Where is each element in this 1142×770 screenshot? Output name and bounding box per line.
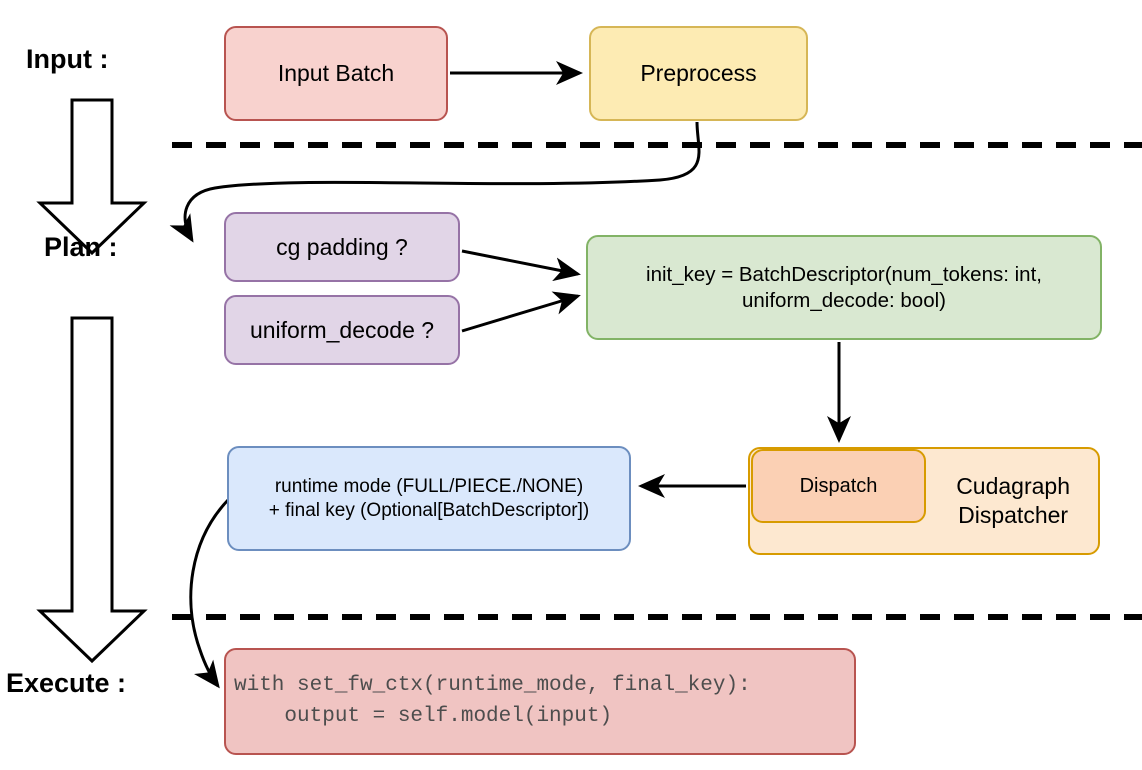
node-input-batch[interactable]: Input Batch	[224, 26, 448, 121]
node-code-block[interactable]: with set_fw_ctx(runtime_mode, final_key)…	[224, 648, 856, 755]
node-runtime-mode[interactable]: runtime mode (FULL/PIECE./NONE) + final …	[227, 446, 631, 551]
node-cudagraph-dispatcher-label: Cudagraph Dispatcher	[956, 472, 1070, 530]
node-code-line1: with set_fw_ctx(runtime_mode, final_key)…	[234, 674, 751, 698]
node-preprocess[interactable]: Preprocess	[589, 26, 808, 121]
stage-label-input: Input :	[26, 44, 109, 74]
edge-cg-padding-to-init-key	[461, 249, 581, 282]
node-uniform-decode-label: uniform_decode ?	[249, 316, 435, 343]
node-runtime-mode-line1: runtime mode (FULL/PIECE./NONE)	[274, 475, 584, 497]
edge-uniform-decode-to-init-key	[461, 291, 581, 333]
node-dispatch-label: Dispatch	[799, 474, 878, 497]
node-cg-padding[interactable]: cg padding ?	[224, 212, 460, 282]
node-cudagraph-dispatcher-line1: Cudagraph	[956, 473, 1070, 500]
edge-runtime-mode-to-code	[189, 498, 230, 689]
node-init-key-line2: uniform_decode: bool)	[741, 288, 946, 312]
node-cg-padding-label: cg padding ?	[276, 233, 408, 260]
node-dispatch[interactable]: Dispatch	[751, 449, 926, 523]
node-runtime-mode-label: runtime mode (FULL/PIECE./NONE) + final …	[269, 475, 590, 523]
node-code-block-text: with set_fw_ctx(runtime_mode, final_key)…	[234, 671, 751, 732]
stage-label-plan: Plan :	[44, 232, 118, 262]
node-preprocess-label: Preprocess	[640, 60, 757, 87]
node-init-key-line1: init_key = BatchDescriptor(num_tokens: i…	[646, 262, 1042, 286]
node-runtime-mode-line2: + final key (Optional[BatchDescriptor])	[268, 499, 590, 521]
node-cudagraph-dispatcher-line2: Dispatcher	[958, 502, 1069, 528]
node-code-line2: output = self.model(input)	[234, 704, 613, 728]
node-input-batch-label: Input Batch	[277, 60, 395, 87]
plan-to-execute-arrow	[36, 316, 148, 664]
stage-label-execute: Execute :	[6, 668, 127, 698]
node-init-key-label: init_key = BatchDescriptor(num_tokens: i…	[646, 262, 1042, 313]
input-to-plan-arrow	[36, 98, 148, 256]
node-uniform-decode[interactable]: uniform_decode ?	[224, 295, 460, 365]
node-init-key[interactable]: init_key = BatchDescriptor(num_tokens: i…	[586, 235, 1102, 340]
